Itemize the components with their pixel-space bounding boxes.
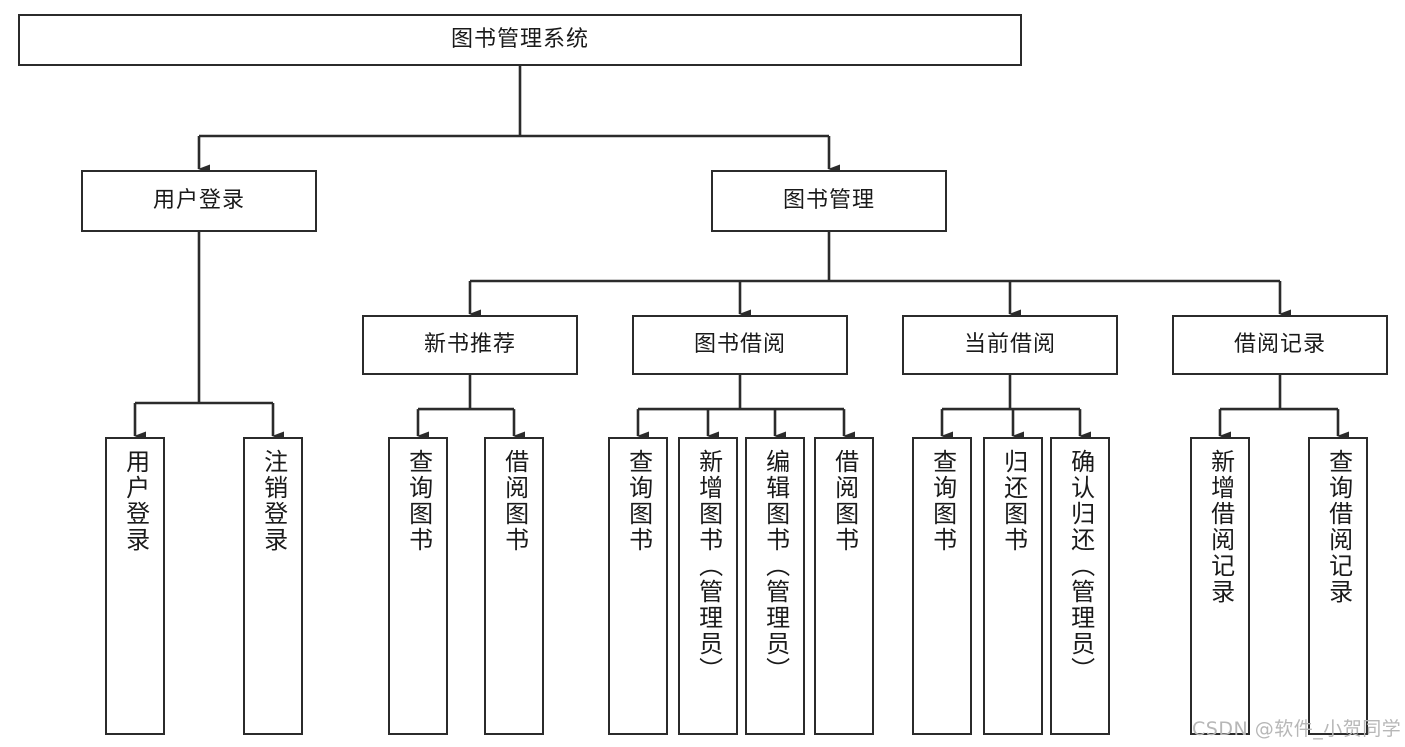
node-label: 确认归还（管理员） [1066,449,1095,683]
node-label: 当前借阅 [963,332,1056,358]
node-user-login[interactable]: 用户登录 [81,170,317,232]
node-book-manage[interactable]: 图书管理 [711,170,947,232]
node-leaf-rec-add-record[interactable]: 新增借阅记录 [1190,437,1250,735]
node-leaf-rec-query-book[interactable]: 查询图书 [388,437,448,735]
node-leaf-rec-borrow-book[interactable]: 借阅图书 [484,437,544,735]
node-label: 新书推荐 [423,332,516,358]
node-label: 查询图书 [404,449,433,553]
node-label: 图书管理系统 [450,27,589,53]
node-label: 新增借阅记录 [1206,449,1235,605]
node-label: 归还图书 [999,449,1028,553]
node-leaf-borrow-edit-book[interactable]: 编辑图书（管理员） [745,437,805,735]
node-label: 查询图书 [928,449,957,553]
node-leaf-cur-return-book[interactable]: 归还图书 [983,437,1043,735]
node-label: 图书管理 [782,188,875,214]
node-label: 用户登录 [152,188,245,214]
node-label: 注销登录 [259,449,288,553]
node-label: 查询图书 [624,449,653,553]
node-current-borrow[interactable]: 当前借阅 [902,315,1118,375]
node-label: 用户登录 [121,449,150,553]
node-root[interactable]: 图书管理系统 [18,14,1022,66]
connector-paths [133,66,1349,441]
node-leaf-borrow-add-book[interactable]: 新增图书（管理员） [678,437,738,735]
node-label: 图书借阅 [693,332,786,358]
node-leaf-user-logout[interactable]: 注销登录 [243,437,303,735]
node-label: 查询借阅记录 [1324,449,1353,605]
node-label: 编辑图书（管理员） [761,449,790,683]
csdn-watermark: CSDN @软件_小贺同学 [1192,718,1402,740]
node-borrow-record[interactable]: 借阅记录 [1172,315,1388,375]
node-new-book-rec[interactable]: 新书推荐 [362,315,578,375]
node-label: 借阅图书 [500,449,529,553]
node-leaf-borrow-query-book[interactable]: 查询图书 [608,437,668,735]
node-leaf-cur-query-book[interactable]: 查询图书 [912,437,972,735]
node-label: 借阅图书 [830,449,859,553]
node-label: 借阅记录 [1233,332,1326,358]
node-leaf-rec-query-record[interactable]: 查询借阅记录 [1308,437,1368,735]
node-leaf-borrow-borrow-book[interactable]: 借阅图书 [814,437,874,735]
node-leaf-cur-confirm-return[interactable]: 确认归还（管理员） [1050,437,1110,735]
node-leaf-user-login[interactable]: 用户登录 [105,437,165,735]
node-label: 新增图书（管理员） [694,449,723,683]
node-book-borrow[interactable]: 图书借阅 [632,315,848,375]
